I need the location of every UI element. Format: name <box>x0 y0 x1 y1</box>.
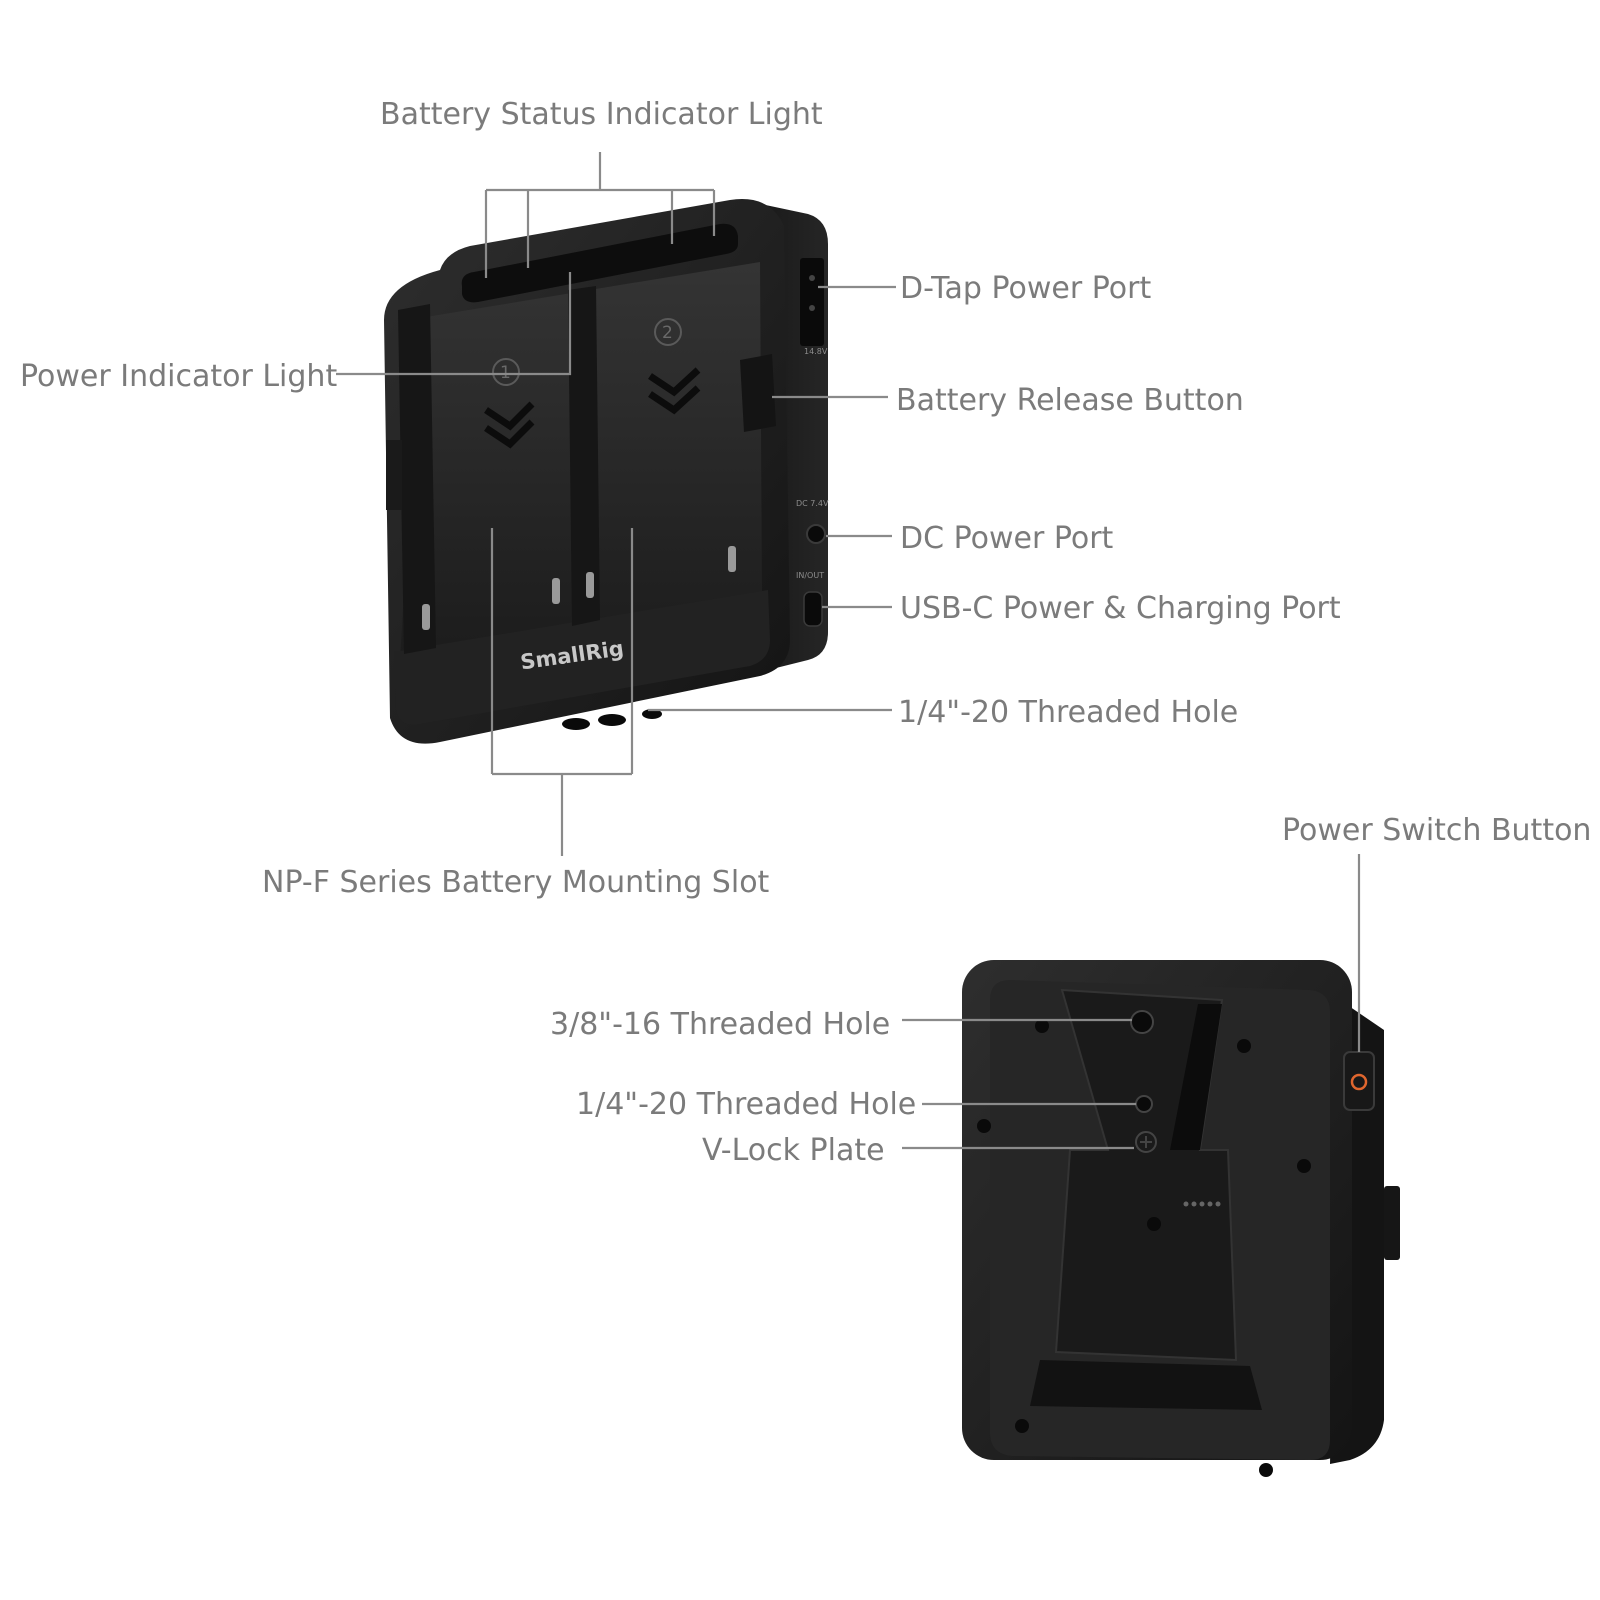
back-side-latch <box>1384 1186 1400 1260</box>
front-bottom-band <box>394 590 770 725</box>
dtap-port <box>800 258 824 346</box>
vlock-base <box>1030 1360 1262 1410</box>
label-vlock-plate: V-Lock Plate <box>702 1133 885 1168</box>
usbc-port-marking: IN/OUT <box>796 571 824 580</box>
leader-power-indicator <box>336 272 572 376</box>
label-dc-port: DC Power Port <box>900 521 1114 556</box>
leader-battery-status <box>484 152 716 278</box>
power-icon <box>1350 1073 1368 1091</box>
label-back-threaded-hole: 1/4"-20 Threaded Hole <box>576 1087 916 1122</box>
slot-2-number-circle <box>654 318 682 346</box>
label-npf-slot: NP-F Series Battery Mounting Slot <box>262 865 770 900</box>
label-usbc-port: USB-C Power & Charging Port <box>900 591 1341 626</box>
slot-2-rails <box>740 354 776 432</box>
power-switch-button <box>1343 1051 1375 1111</box>
vlock-screw-cross-icon <box>1140 1136 1152 1148</box>
label-battery-status-indicator: Battery Status Indicator Light <box>380 97 823 132</box>
callout-labels: Battery Status Indicator Light Power Ind… <box>20 97 1591 1168</box>
back-device-illustration <box>962 960 1400 1477</box>
slot-2-chevron-icon <box>648 367 701 415</box>
usbc-port <box>803 591 823 627</box>
front-device-illustration: 1 2 14.8V DC 7.4V IN/OUT <box>384 199 829 744</box>
leader-lines <box>336 152 1361 1150</box>
battery-contacts <box>422 546 736 630</box>
slot-2-number: 2 <box>662 323 673 343</box>
back-pin-row <box>1183 1201 1221 1207</box>
label-dtap-port: D-Tap Power Port <box>900 271 1151 306</box>
vlock-wedge-shadow <box>1170 1004 1222 1150</box>
back-mounting-holes <box>977 1019 1311 1477</box>
slot-1-rails <box>386 286 600 654</box>
label-power-switch: Power Switch Button <box>1282 813 1591 848</box>
vlock-screw-marker <box>1135 1131 1157 1153</box>
label-power-indicator: Power Indicator Light <box>20 359 337 394</box>
battery-status-led-strip <box>461 223 738 303</box>
leader-npf-slot <box>490 528 634 856</box>
dtap-voltage-marking: 14.8V <box>804 347 828 356</box>
label-battery-release: Battery Release Button <box>896 383 1244 418</box>
front-bottom-holes <box>562 709 662 730</box>
label-threaded-hole-38: 3/8"-16 Threaded Hole <box>550 1007 890 1042</box>
label-front-threaded-hole: 1/4"-20 Threaded Hole <box>898 695 1238 730</box>
slot-1-number-circle <box>492 358 520 386</box>
dc-port-marking: DC 7.4V <box>796 499 829 508</box>
threaded-hole-38-marker <box>1130 1010 1154 1034</box>
dc-port <box>806 524 826 544</box>
threaded-hole-14-marker <box>1135 1095 1153 1113</box>
slot-1-chevron-icon <box>484 401 535 449</box>
